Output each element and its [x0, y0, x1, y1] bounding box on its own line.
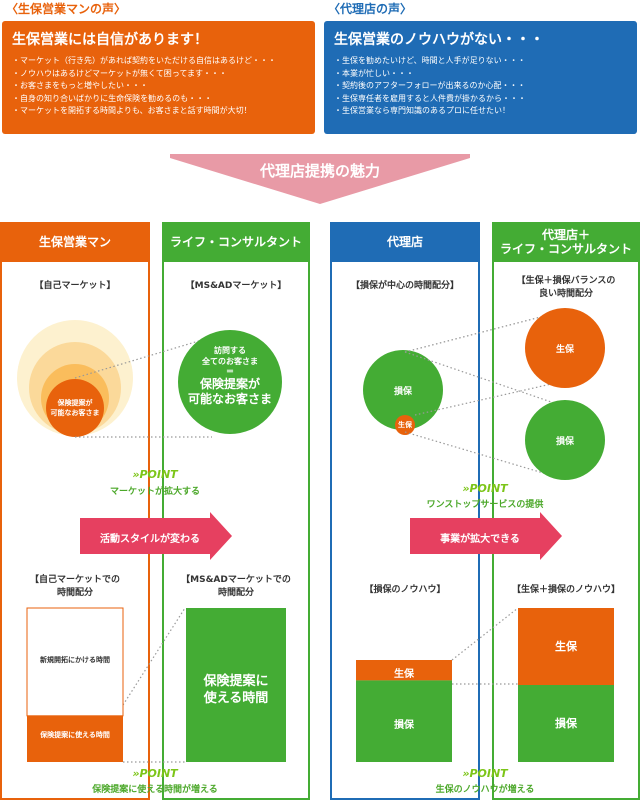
- circle-label-line: 全てのお客さま: [202, 357, 258, 366]
- appeal-banner: 代理店提携の魅力: [170, 154, 470, 204]
- point-badge-2: »POINT: [462, 482, 508, 495]
- voice-title-agency: 〈代理店の声〉: [328, 2, 413, 16]
- voice-list-seiho: ・マーケット（行き先）があれば契約をいただける自信はあるけど・・・ ・ノウハウは…: [12, 55, 305, 118]
- list-item: ・お客さまをもっと増やしたい・・・: [12, 81, 148, 90]
- panel-head-agency-plus-lc: 代理店＋ ライフ・コンサルタント: [492, 222, 640, 262]
- label-time-msad: 【MS&ADマーケットでの 時間配分: [162, 574, 310, 600]
- label-line: 良い時間配分: [538, 289, 593, 299]
- bar-label-line: 保険提案に: [203, 674, 269, 689]
- label-self-market: 【自己マーケット】: [34, 281, 116, 291]
- list-item: ・生保専任者を雇用すると人件費が掛かるから・・・: [334, 93, 526, 103]
- voice-head-seiho: 生保営業には自信があります！: [12, 32, 208, 48]
- insurable-customers-label: 保険提案が 可能なお客さま: [40, 398, 110, 418]
- point-badge-4: »POINT: [462, 767, 508, 780]
- list-item: ・マーケット（行き先）があれば契約をいただける自信はあるけど・・・: [12, 56, 276, 65]
- label-knowhow-right: 【生保＋損保のノウハウ】: [511, 585, 620, 595]
- banner-arrow-shape: [170, 154, 470, 204]
- circle-label-line: 可能なお客さま: [50, 409, 100, 417]
- bar-label-line: 使える時間: [203, 691, 269, 706]
- circle-label-line: 保険提案が: [57, 399, 93, 407]
- bar-label-seiho-left: 生保: [394, 668, 414, 680]
- point-desc-3: 保険提案に使える時間が増える: [92, 785, 218, 795]
- list-item: ・ノウハウはあるけどマーケットが無くて困ってます・・・: [12, 68, 227, 78]
- voice-list-agency: ・生保を勧めたいけど、時間と人手が足りない・・・ ・本業が忙しい・・・ ・契約後…: [334, 55, 627, 118]
- label-alloc-right: 【生保＋損保バランスの 良い時間配分: [492, 275, 640, 301]
- point-badge-3: »POINT: [132, 767, 178, 780]
- list-item: ・マーケットを開拓する時間よりも、お客さまと話す時間が大切！: [12, 106, 252, 115]
- voice-title-seiho: 〈生保営業マンの声〉: [6, 2, 127, 16]
- voice-box-seiho: 生保営業には自信があります！ ・マーケット（行き先）があれば契約をいただける自信…: [2, 21, 315, 134]
- label-line: 【自己マーケットでの: [29, 575, 120, 585]
- list-item: ・本業が忙しい・・・: [334, 68, 414, 78]
- seiho-label-right: 生保: [555, 345, 574, 355]
- bar-label-seiho-right: 生保: [555, 640, 577, 653]
- bar-label-new: 新規開拓にかける時間: [40, 656, 110, 664]
- banner-title: 代理店提携の魅力: [259, 162, 380, 180]
- point-desc-1: マーケットが拡大する: [109, 487, 200, 497]
- label-line: 時間配分: [56, 588, 93, 598]
- panel-head-seiho-sales: 生保営業マン: [0, 222, 150, 262]
- circle-label-line: 訪問する: [214, 346, 246, 355]
- label-alloc-left: 【損保が中心の時間配分】: [350, 281, 459, 291]
- list-item: ・契約後のアフターフォローが出来るのか心配・・・: [334, 81, 526, 90]
- label-line: 【生保＋損保バランスの: [516, 276, 616, 286]
- sonpo-label-right: 損保: [555, 437, 574, 447]
- circle-label-line: ＝: [226, 367, 234, 376]
- voice-head-agency: 生保営業のノウハウがない・・・: [334, 32, 544, 48]
- bar-label-sonpo-right: 損保: [555, 717, 577, 730]
- label-time-self: 【自己マーケットでの 時間配分: [0, 574, 150, 600]
- label-line: 時間配分: [217, 588, 254, 598]
- list-item: ・生保営業なら専門知識のあるプロに任せたい！: [334, 106, 510, 115]
- seiho-label-left: 生保: [398, 421, 412, 429]
- bar-label-big: 保険提案に 使える時間: [186, 640, 286, 740]
- point-desc-2: ワンストップサービスの提供: [426, 500, 544, 510]
- voice-box-agency: 生保営業のノウハウがない・・・ ・生保を勧めたいけど、時間と人手が足りない・・・…: [324, 21, 637, 134]
- circle-label-line: 保険提案が: [199, 377, 260, 391]
- panel-head-line1: 代理店＋: [541, 228, 590, 242]
- bar-label-sonpo-left: 損保: [394, 719, 414, 731]
- panel-head-line2: ライフ・コンサルタント: [499, 242, 632, 256]
- msad-customers-label: 訪問する 全てのお客さま ＝ 保険提案が 可能なお客さま: [178, 345, 282, 407]
- panel-head-life-consultant: ライフ・コンサルタント: [162, 222, 310, 262]
- label-knowhow-left: 【損保のノウハウ】: [364, 585, 446, 595]
- list-item: ・自身の知り合いばかりに生命保険を勧めるのも・・・: [12, 93, 213, 103]
- bar-label-use: 保険提案に使える時間: [40, 731, 110, 739]
- label-line: 【MS&ADマーケットでの: [181, 575, 291, 585]
- list-item: ・生保を勧めたいけど、時間と人手が足りない・・・: [334, 56, 526, 65]
- sonpo-label-left: 損保: [393, 387, 412, 397]
- label-msad-market: 【MS&ADマーケット】: [185, 281, 287, 291]
- circle-label-line: 可能なお客さま: [187, 392, 272, 406]
- arrow-label-right: 事業が拡大できる: [440, 534, 520, 545]
- point-desc-4: 生保のノウハウが増える: [435, 785, 535, 795]
- panel-head-agency: 代理店: [330, 222, 480, 262]
- arrow-label-left: 活動スタイルが変わる: [100, 534, 200, 545]
- point-badge-1: »POINT: [132, 468, 178, 481]
